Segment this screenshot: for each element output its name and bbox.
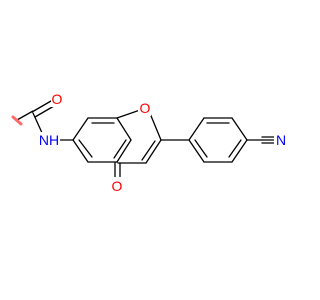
bond-methyl-carbonyl: [16, 110, 34, 121]
bond-carbonyl-double-a: [31, 100, 52, 113]
atom-labels: O NH O O N: [38, 91, 288, 194]
bond-c5-c6: [72, 139, 89, 163]
amide-nitrogen-label: NH: [39, 132, 59, 148]
nitrile-nitrogen-label: N: [276, 132, 286, 148]
bond-c8a-c4a: [116, 139, 132, 163]
bond-ar3-ar4: [231, 117, 248, 141]
label-bg-amide-o: [51, 91, 64, 107]
label-bg-ketone-o: [111, 177, 124, 193]
bond-c2-c3-inner: [141, 140, 156, 161]
methyl-stub: [11, 115, 23, 126]
bond-c5-c6-inner: [78, 139, 93, 158]
bond-carbonyl-double-b: [34, 105, 55, 118]
ketone-oxygen-label: O: [112, 178, 123, 194]
bond-c6-c7: [72, 117, 89, 141]
bond-ar6-ar1: [188, 139, 205, 163]
bond-ar6-ar1-inner: [194, 139, 208, 158]
label-bg-ring-o: [138, 100, 151, 116]
bond-ar1-ar2: [188, 117, 205, 141]
bonds: [16, 100, 276, 181]
bond-c8-c8a: [116, 117, 132, 141]
ring-oxygen-label: O: [140, 100, 151, 116]
bond-c2-c3: [145, 139, 162, 164]
structure-canvas: O NH O O N: [11, 91, 288, 194]
label-bg-nh: [38, 132, 60, 148]
bond-ar4-ar5-inner: [228, 139, 242, 158]
bond-ar4-ar5: [231, 139, 248, 163]
bond-c8a-o1: [116, 109, 141, 119]
bond-carbonyl-nh: [32, 112, 44, 136]
molecule-drawing: O NH O O N: [11, 91, 288, 194]
amide-oxygen-label: O: [52, 91, 63, 107]
label-bg-nitrile-n: [274, 132, 288, 148]
bond-c8a-c4a-inner: [113, 139, 127, 159]
